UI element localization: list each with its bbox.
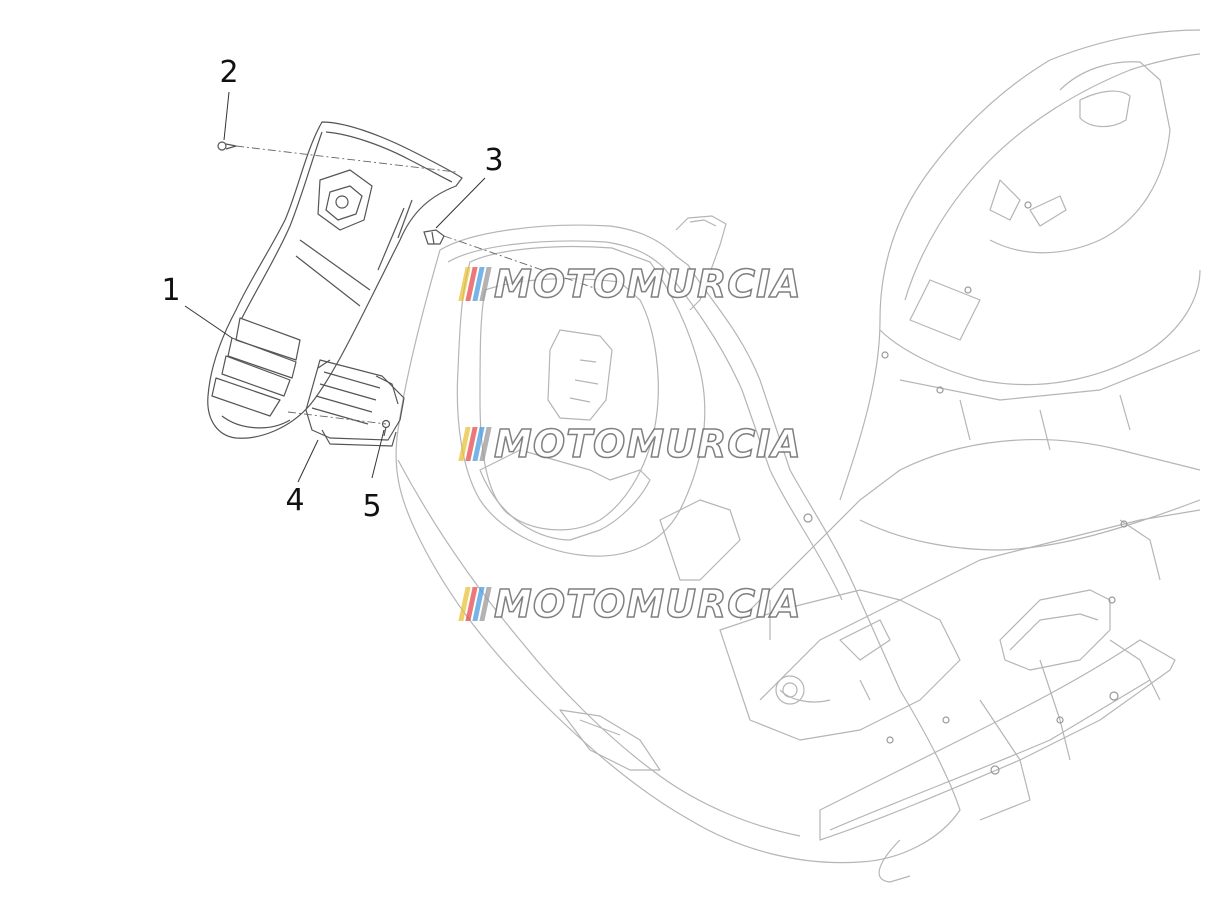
part-1-horn-cover	[207, 121, 463, 439]
watermark-text: MOTOMURCIA	[493, 421, 802, 467]
part-4-grille	[305, 359, 405, 447]
callout-2: 2	[219, 55, 239, 90]
watermark-logo-bottom: MOTOMURCIA	[458, 581, 801, 627]
assembly-lines	[235, 145, 601, 425]
scooter-body-outline	[395, 29, 1201, 883]
watermark-logo-top: MOTOMURCIA	[458, 261, 801, 307]
part-3-nut	[423, 229, 445, 245]
watermark-text: MOTOMURCIA	[493, 261, 802, 307]
part-5-screw	[381, 419, 391, 437]
watermark-text: MOTOMURCIA	[493, 581, 802, 627]
part-2-screw	[217, 141, 237, 151]
callout-3: 3	[484, 143, 504, 178]
watermark-stripes	[458, 267, 493, 301]
body-fasteners	[803, 201, 1128, 775]
callout-1: 1	[161, 273, 181, 308]
callout-4: 4	[285, 483, 305, 518]
watermark-stripes	[458, 427, 493, 461]
watermark-stripes	[458, 587, 493, 621]
leader-lines	[184, 91, 486, 483]
callout-5: 5	[362, 489, 382, 524]
watermark-logo-middle: MOTOMURCIA	[458, 421, 801, 467]
